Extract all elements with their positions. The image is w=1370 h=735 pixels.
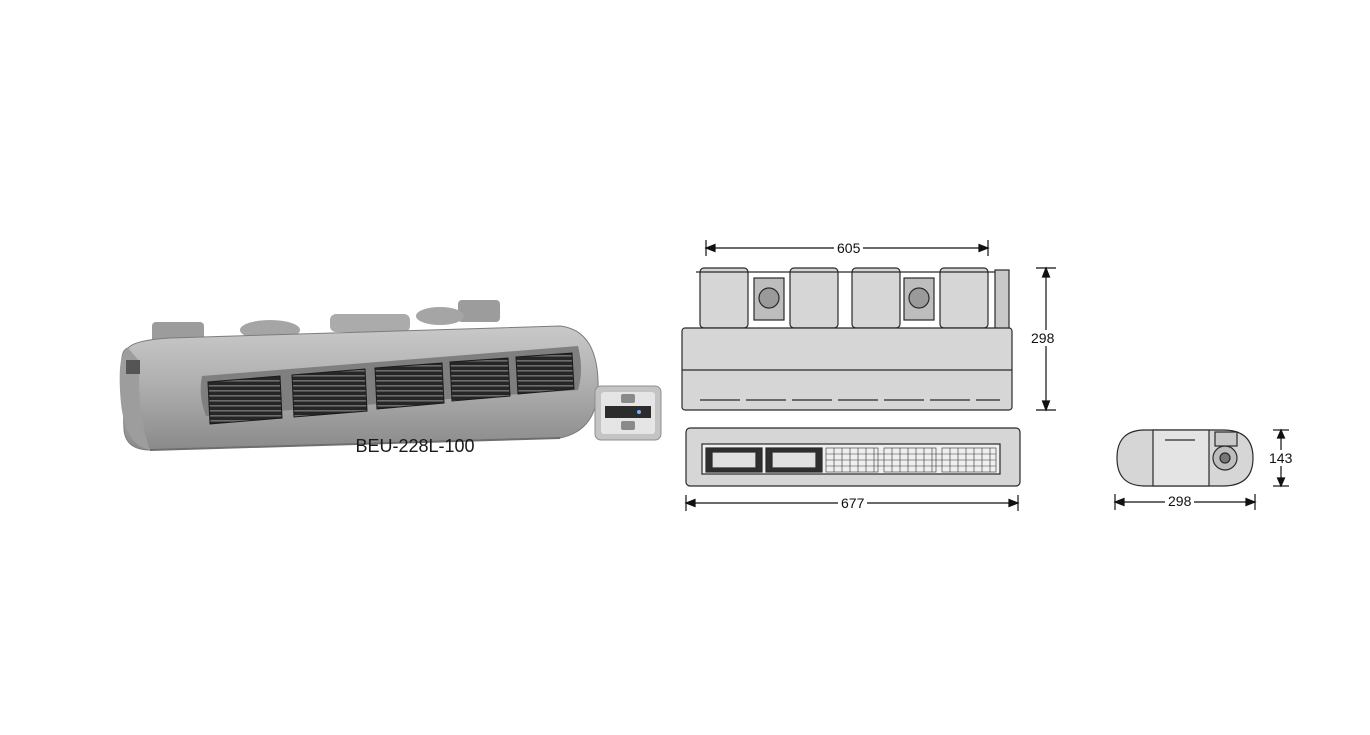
evaporator-unit-photo xyxy=(119,300,599,451)
dimension-height: 298 xyxy=(1028,330,1058,346)
dimension-side-height: 143 xyxy=(1266,450,1296,466)
technical-drawing-top-view xyxy=(681,240,1056,511)
dimension-bottom-width: 677 xyxy=(838,495,868,511)
control-panel-photo xyxy=(594,385,662,441)
technical-drawing-side-view xyxy=(1113,428,1289,510)
dimension-top-width: 605 xyxy=(834,240,864,256)
dimension-side-depth: 298 xyxy=(1165,493,1195,509)
model-label: BEU-228L-100 xyxy=(355,436,475,456)
air-vents xyxy=(207,352,575,425)
